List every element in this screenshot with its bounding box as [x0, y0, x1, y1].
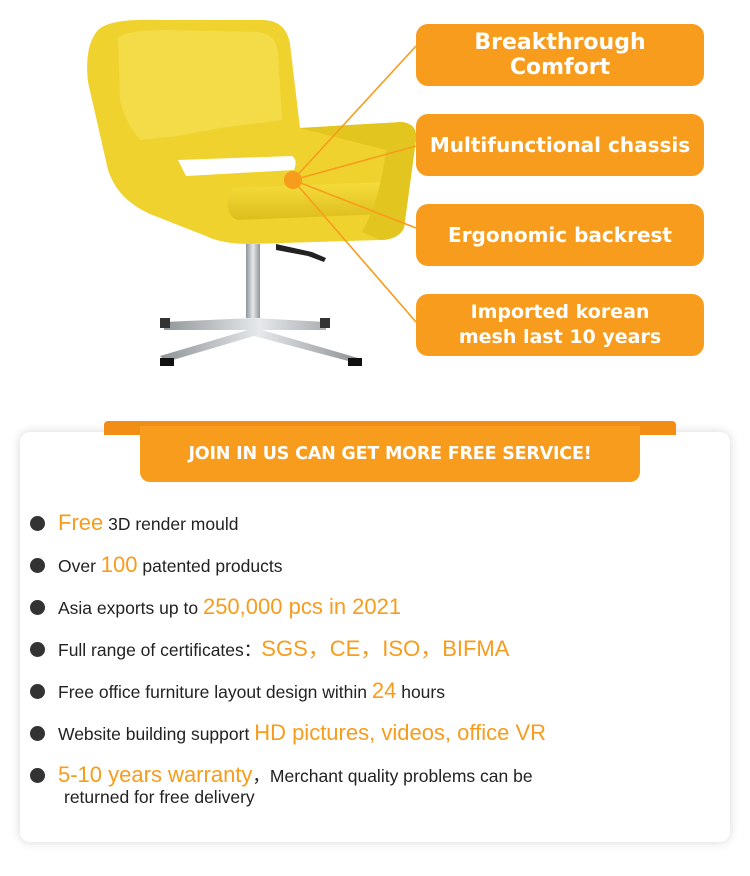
feature-badge-comfort: Breakthrough Comfort — [416, 24, 704, 86]
chair-base — [160, 318, 358, 362]
item-text: Full range of certificates： — [58, 640, 262, 660]
item-text: ，Merchant quality problems can be — [252, 766, 533, 786]
feature-badge-mesh-line2: mesh last 10 years — [458, 326, 662, 348]
item-highlight: SGS，CE，ISO，BIFMA — [261, 636, 510, 661]
item-highlight: 24 — [371, 678, 397, 703]
item-text: patented products — [137, 556, 283, 576]
item-highlight: Free — [58, 510, 104, 535]
chair-seat — [227, 182, 393, 220]
feature-badge-mesh-line1: Imported korean — [470, 301, 650, 323]
bullet-icon — [30, 558, 45, 573]
service-card — [20, 432, 730, 842]
bullet-icon — [30, 726, 45, 741]
item-highlight: 250,000 pcs in 2021 — [202, 594, 402, 619]
feature-badge-mesh: Imported korean mesh last 10 years — [416, 294, 704, 356]
service-banner: JOIN IN US CAN GET MORE FREE SERVICE! — [140, 426, 640, 482]
bullet-icon — [30, 516, 45, 531]
item-highlight: 5-10 years warranty — [58, 762, 253, 787]
feature-badge-chassis: Multifunctional chassis — [416, 114, 704, 176]
bullet-icon — [30, 642, 45, 657]
item-highlight: HD pictures, videos, office VR — [254, 720, 547, 745]
item-text: 3D render mould — [103, 514, 239, 534]
item-text: Free office furniture layout design with… — [58, 682, 372, 702]
item-text: Over — [58, 556, 101, 576]
callout-dot — [284, 171, 302, 189]
bullet-icon — [30, 768, 45, 783]
item-text: hours — [396, 682, 445, 702]
bullet-icon — [30, 600, 45, 615]
feature-badge-backrest: Ergonomic backrest — [416, 204, 704, 266]
item-text: Asia exports up to — [58, 598, 203, 618]
item-highlight: 100 — [100, 552, 138, 577]
item-text: Website building support — [58, 724, 255, 744]
chair-illustration — [87, 19, 417, 366]
item-text-line2: returned for free delivery — [64, 787, 255, 807]
bullet-icon — [30, 684, 45, 699]
